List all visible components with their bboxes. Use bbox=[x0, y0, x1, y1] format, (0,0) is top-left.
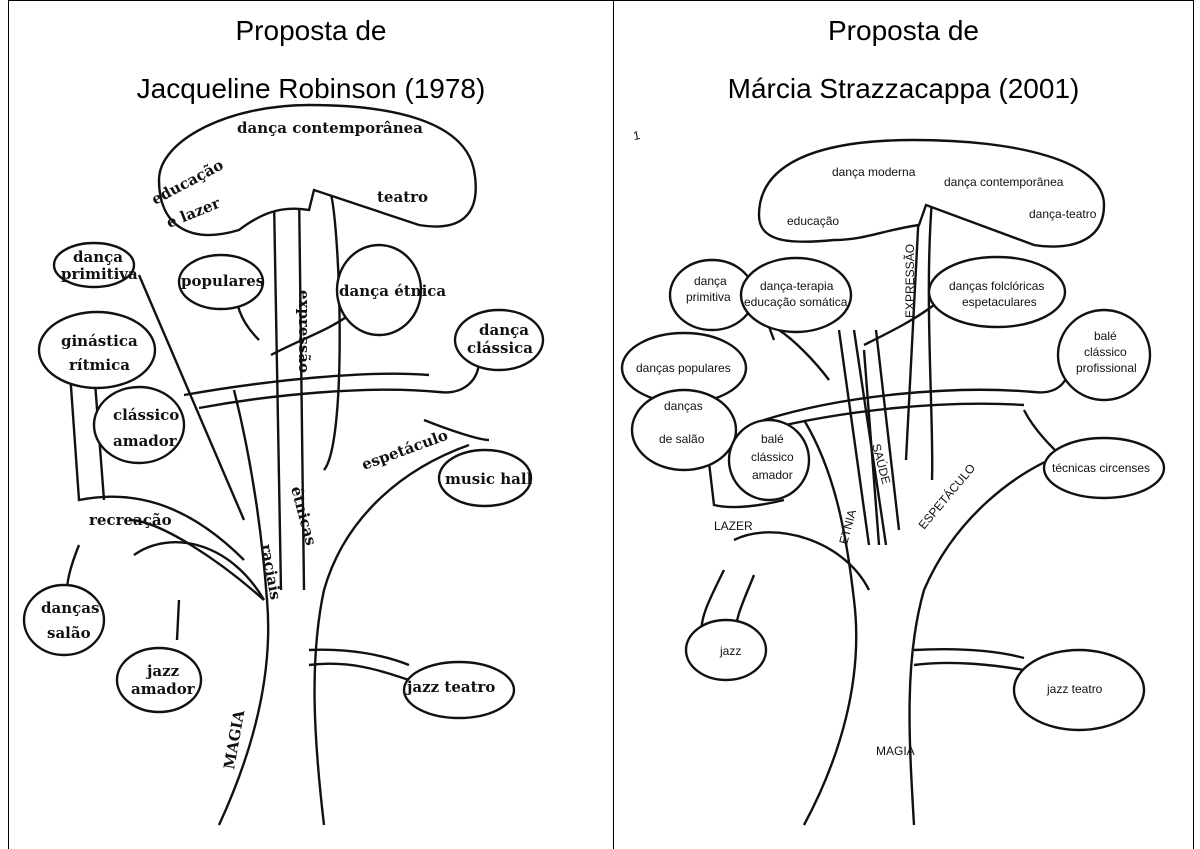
label-teatro: teatro bbox=[377, 188, 428, 206]
label-danca-terapia-1: dança-terapia bbox=[760, 279, 834, 293]
bubble-tecnicas-circenses bbox=[1042, 436, 1166, 500]
label-bale-amador-1: balé bbox=[761, 432, 784, 446]
label-populares: populares bbox=[181, 272, 264, 290]
label-dancas-salao-2: de salão bbox=[659, 432, 705, 446]
robinson-panel: Proposta de Jacqueline Robinson (1978) bbox=[9, 0, 613, 849]
bubble-danca-classica bbox=[453, 308, 545, 372]
label-bale-profissional-2: clássico bbox=[1084, 345, 1127, 359]
label-danca-moderna: dança moderna bbox=[832, 165, 916, 179]
label-etnicas: étnicas bbox=[287, 484, 320, 547]
bubble-danca-primitiva bbox=[52, 241, 136, 289]
label-dancas-populares: danças populares bbox=[636, 361, 731, 375]
bubble-danca-terapia bbox=[739, 256, 853, 334]
label-dancas-salao-1: danças bbox=[41, 599, 99, 617]
label-dancas-folcloricas-1: danças folclóricas bbox=[949, 279, 1044, 293]
trunk-right-edge bbox=[313, 443, 470, 826]
label-danca-etnica: dança étnica bbox=[339, 282, 446, 300]
table-frame bbox=[8, 0, 1194, 849]
label-danca-primitiva-2: primitiva bbox=[61, 265, 138, 283]
bubble-bale-amador bbox=[727, 418, 811, 502]
bubble-danca-etnica bbox=[335, 243, 423, 337]
label-bale-amador-2: clássico bbox=[751, 450, 794, 464]
strazzacappa-heading-line2: Márcia Strazzacappa (2001) bbox=[727, 73, 1080, 104]
trunk-left-edge bbox=[217, 389, 270, 826]
bubble-danca-moderna bbox=[757, 138, 1106, 248]
label-danca-teatro: dança-teatro bbox=[1029, 207, 1097, 221]
trunk-left-edge bbox=[802, 419, 858, 826]
label-music-hall: music hall bbox=[445, 470, 533, 488]
label-bale-profissional-3: profissional bbox=[1076, 361, 1137, 375]
bubble-populares bbox=[177, 253, 265, 311]
label-jazz-teatro: jazz teatro bbox=[405, 678, 495, 696]
label-dancas-salao-1: danças bbox=[664, 399, 703, 413]
trunk-right-edge bbox=[908, 448, 1075, 826]
label-magia: MAGIA bbox=[876, 744, 915, 758]
bubble-classico-amador bbox=[92, 385, 186, 465]
robinson-heading-line2: Jacqueline Robinson (1978) bbox=[136, 73, 486, 104]
bubble-dancas-salao bbox=[22, 583, 106, 657]
label-espetaculo: espetáculo bbox=[359, 426, 450, 474]
bubble-music-hall bbox=[437, 448, 533, 508]
label-jazz-teatro: jazz teatro bbox=[1046, 682, 1103, 696]
strazzacappa-heading-line1: Proposta de bbox=[828, 15, 979, 46]
margin-mark: 1 bbox=[632, 128, 641, 143]
label-jazz: jazz bbox=[719, 644, 741, 658]
label-lazer: LAZER bbox=[714, 519, 753, 533]
label-danca-terapia-2: educação somática bbox=[744, 295, 848, 309]
label-classico-1: clássico bbox=[113, 406, 179, 424]
label-danca-primitiva-1: dança bbox=[694, 274, 727, 288]
label-danca-contemporanea: dança contemporânea bbox=[944, 175, 1064, 189]
label-expressao: EXPRESSÃO bbox=[903, 244, 917, 318]
bubble-jazz bbox=[684, 618, 768, 682]
robinson-heading-line1: Proposta de bbox=[235, 15, 387, 46]
strazzacappa-panel: Proposta de Márcia Strazzacappa (2001) bbox=[614, 0, 1193, 849]
column-divider bbox=[613, 0, 614, 849]
label-ginastica-1: ginástica bbox=[61, 332, 138, 350]
robinson-tree-diagram: dança contemporânea educação e lazer tea… bbox=[22, 103, 545, 826]
bubble-dancas-folcloricas bbox=[927, 255, 1067, 329]
label-expressao: expressão bbox=[295, 290, 313, 373]
label-danca-classica-2: clássica bbox=[467, 339, 533, 357]
bubble-dancas-salao bbox=[630, 388, 738, 472]
label-bale-profissional-1: balé bbox=[1094, 329, 1117, 343]
label-jazz-amador-2: amador bbox=[131, 680, 196, 698]
bubble-bale-profissional bbox=[1056, 308, 1152, 402]
bubble-jazz-teatro bbox=[1012, 648, 1146, 732]
strazzacappa-tree-diagram: 1 dança moderna dança contemporânea educ… bbox=[620, 128, 1166, 826]
label-classico-2: amador bbox=[113, 432, 178, 450]
label-jazz-amador-1: jazz bbox=[145, 662, 180, 680]
label-educacao: educação bbox=[787, 214, 839, 228]
bubble-jazz-amador bbox=[115, 646, 203, 714]
label-dancas-folcloricas-2: espetaculares bbox=[962, 295, 1037, 309]
label-dancas-salao-2: salão bbox=[47, 624, 91, 642]
label-danca-contemporanea: dança contemporânea bbox=[237, 119, 423, 137]
label-tecnicas-circenses: técnicas circenses bbox=[1052, 461, 1150, 475]
label-recreacao: recreação bbox=[89, 511, 172, 529]
bubble-danca-contemporanea bbox=[157, 103, 477, 237]
label-ginastica-2: rítmica bbox=[69, 356, 130, 374]
bubble-jazz-teatro bbox=[402, 660, 516, 720]
label-bale-amador-3: amador bbox=[752, 468, 793, 482]
label-danca-classica-1: dança bbox=[479, 321, 529, 339]
label-danca-primitiva-2: primitiva bbox=[686, 290, 731, 304]
label-danca-primitiva-1: dança bbox=[73, 248, 123, 266]
bubble-ginastica-ritmica bbox=[37, 310, 157, 390]
